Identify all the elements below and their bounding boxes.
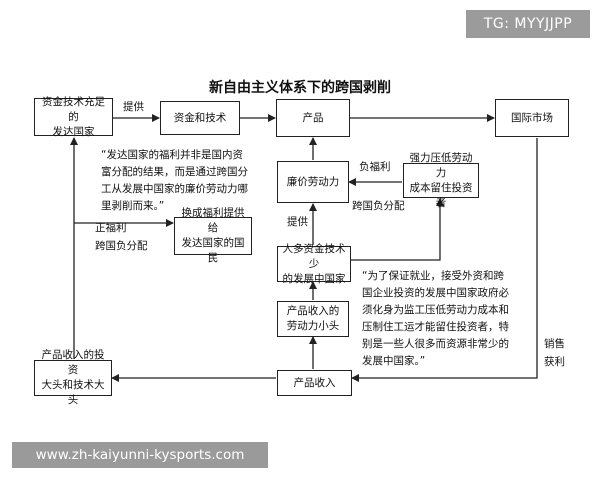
node-labor-small-share: 产品收入的劳动力小头 <box>277 301 349 337</box>
label-positive-welfare: 正福利 <box>95 222 127 234</box>
quote-developing-government: “为了保证就业，接受外资和跨 国企业投资的发展中国家政府必 须化身为监工压低劳动… <box>362 270 509 367</box>
arrow-developing-to-suppress <box>351 198 444 261</box>
node-developing-country: 人多资金技术少的发展中国家 <box>277 243 351 285</box>
node-product: 产品 <box>276 99 350 137</box>
node-international-market: 国际市场 <box>495 99 569 137</box>
node-investor-big-share: 产品收入的投资大头和技术大头 <box>34 349 112 406</box>
watermark-label: TG: MYYJJPP <box>466 10 590 38</box>
node-product-income: 产品收入 <box>277 370 352 396</box>
label-negative-welfare: 负福利 <box>359 161 391 173</box>
watermark-url: www.zh-kaiyunni-kysports.com <box>12 442 268 468</box>
arrow-market-to-income <box>351 138 538 382</box>
node-suppress-labor-cost: 强力压低劳动力成本留住投资者 <box>403 152 479 209</box>
label-provide-mid: 提供 <box>287 216 308 228</box>
diagram-title: 新自由主义体系下的跨国剥削 <box>209 80 391 96</box>
label-provide-top: 提供 <box>123 101 144 113</box>
node-capital-tech: 资金和技术 <box>160 101 240 135</box>
label-transnational-negative-2: 跨国负分配 <box>95 240 148 252</box>
node-welfare-to-citizens: 换成福利提供给发达国家的国民 <box>174 207 252 264</box>
label-sales-profit: 销售获利 <box>544 338 565 368</box>
label-transnational-negative-1: 跨国负分配 <box>352 200 405 212</box>
node-developed-country: 资金技术充足的发达国家 <box>34 96 113 138</box>
quote-developed-welfare: “发达国家的福利并非是国内资 富分配的结果，而是通过跨国分 工从发展中国家的廉价… <box>101 149 248 212</box>
node-cheap-labor: 廉价劳动力 <box>277 161 349 203</box>
